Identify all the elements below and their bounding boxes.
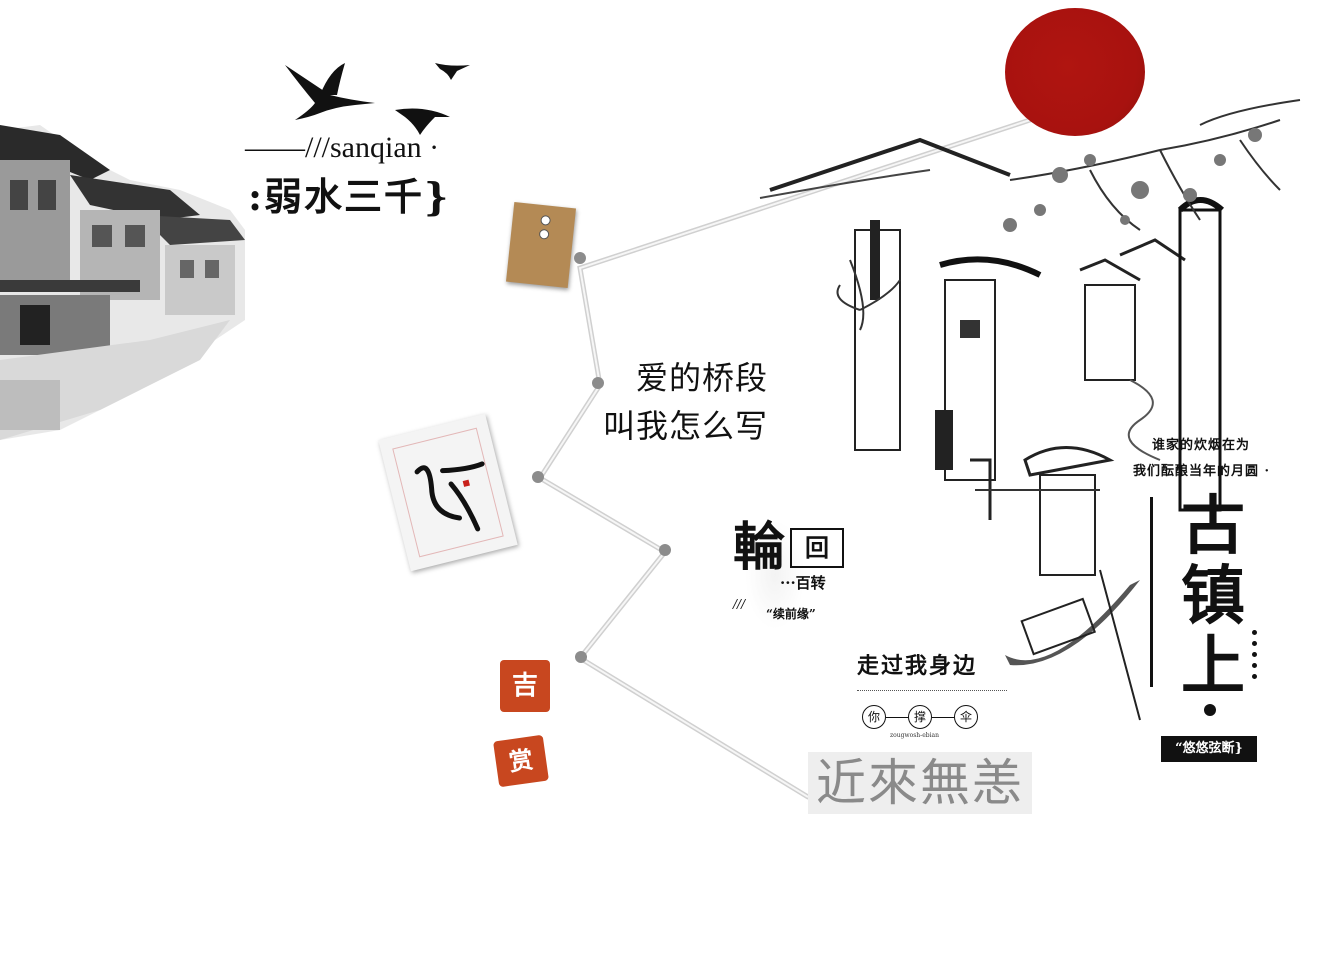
walk-by-title: 走过我身边 xyxy=(857,654,978,679)
red-sun xyxy=(1005,8,1145,136)
love-bridge-line-2: 叫我怎么写 xyxy=(603,407,769,445)
vertical-divider-line xyxy=(1150,497,1153,687)
circle-char-cheng: 撑 xyxy=(908,705,932,729)
seal-stamp-1: 吉 xyxy=(500,660,550,712)
dot-accent xyxy=(1204,704,1216,716)
lunhui-subtitle: ···百转 xyxy=(780,574,826,592)
ancient-town-illustration-right xyxy=(759,99,1301,721)
brand-tagline: ——///sanqian · xyxy=(245,131,440,164)
calligraphy-brush-icon xyxy=(392,427,504,558)
seal-1-text: 吉 xyxy=(511,671,538,701)
jinlai-wuyang-stamp: 近來無恙 xyxy=(808,752,1032,814)
pin-4 xyxy=(659,544,671,556)
dots-vertical xyxy=(1252,630,1260,679)
walk-pinyin: zougwosh-ebian xyxy=(890,732,939,739)
love-bridge-line-1: 爱的桥段 xyxy=(636,359,769,397)
pin-5 xyxy=(575,651,587,663)
circle-char-san: 伞 xyxy=(954,705,978,729)
gu-char: 古 xyxy=(1181,489,1245,564)
poem-line-2: 我们酝酿当年的月圆 · xyxy=(1133,464,1271,479)
seal-stamp-2: 赏 xyxy=(493,734,549,788)
pin-3 xyxy=(532,471,544,483)
lunhui-slash: /// xyxy=(733,597,746,611)
seal-2-text: 赏 xyxy=(507,744,535,777)
youyou-label: “悠悠弦断} xyxy=(1161,736,1257,762)
calligraphy-tag xyxy=(378,413,518,572)
kraft-envelope xyxy=(505,201,577,289)
shang-char: 上 xyxy=(1181,629,1245,704)
poem-line-1: 谁家的炊烟在为 xyxy=(1152,438,1251,453)
umbrella-circles: 你 撑 伞 xyxy=(862,705,978,729)
lunhui-drop-shadow xyxy=(745,520,805,630)
pin-1 xyxy=(574,252,586,264)
town-illustration-left xyxy=(0,125,245,440)
pin-2 xyxy=(592,377,604,389)
walk-divider xyxy=(857,690,1007,691)
zhen-char: 镇 xyxy=(1181,559,1245,634)
brand-title: :弱水三千} xyxy=(248,174,451,219)
lunhui-boxed-char: 回 xyxy=(790,528,844,568)
crane-birds-icon xyxy=(285,63,470,135)
circle-char-ni: 你 xyxy=(862,705,886,729)
lunhui-quote: “续前缘” xyxy=(766,607,816,621)
lunhui-big-char: 輪 xyxy=(733,517,786,578)
